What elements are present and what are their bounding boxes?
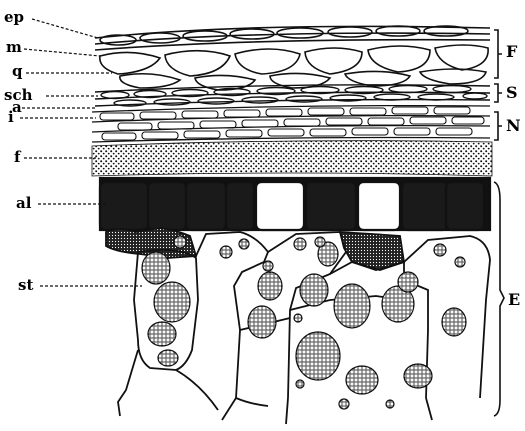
label-i: i <box>8 110 14 125</box>
label-q: q <box>12 64 23 79</box>
label-st: st <box>18 278 33 293</box>
bracket-label-N: N <box>506 118 521 134</box>
cell-layer-N <box>92 106 490 142</box>
fibrous-band <box>92 141 492 176</box>
starch-grains <box>142 236 466 409</box>
bracket-label-S: S <box>506 85 518 101</box>
label-al: al <box>16 196 31 211</box>
label-f: f <box>14 150 20 165</box>
label-m: m <box>6 40 22 55</box>
bracket-label-E: E <box>508 292 520 308</box>
outer-layer-F <box>95 26 490 90</box>
brackets <box>494 30 504 416</box>
bracket-label-F: F <box>506 44 517 60</box>
aleurone-layer <box>100 178 490 230</box>
label-ep: ep <box>4 10 24 25</box>
